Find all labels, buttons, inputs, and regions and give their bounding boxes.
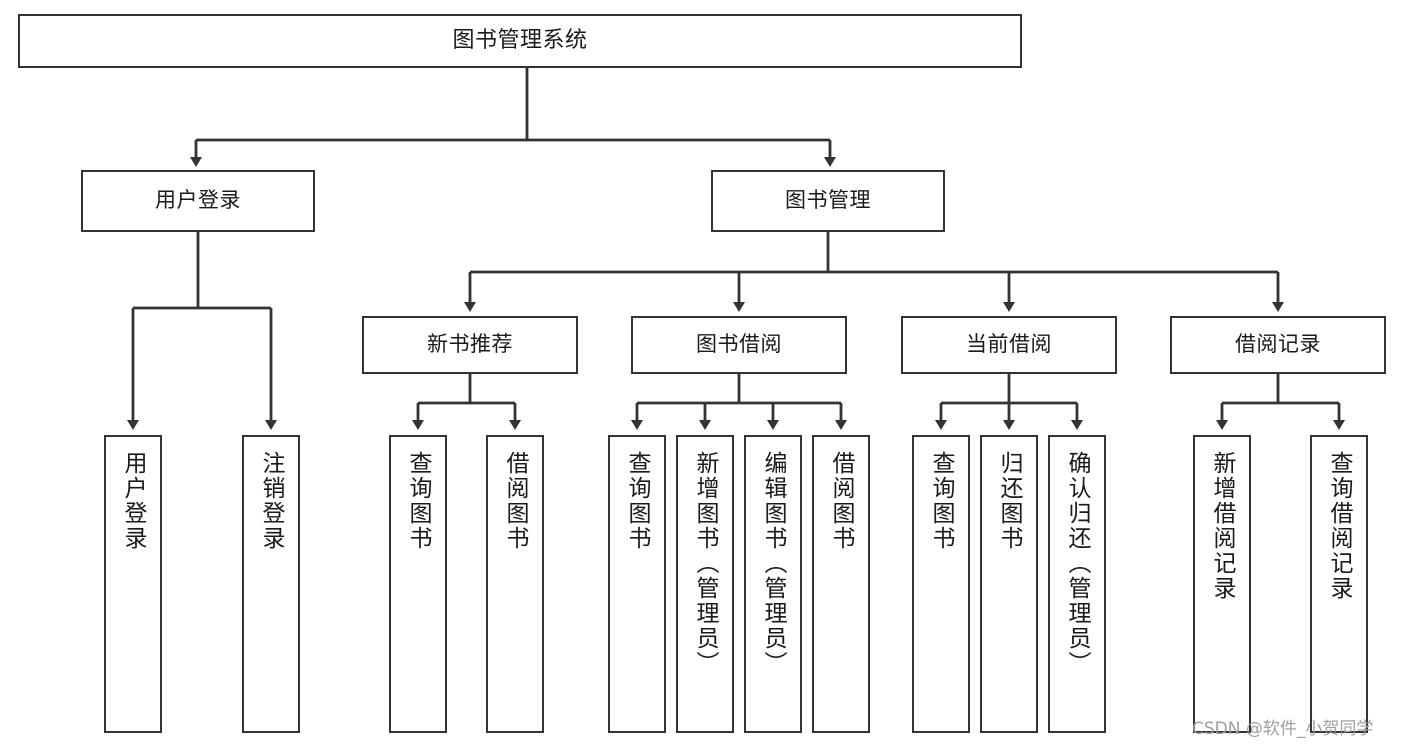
leaf-borrow-record-add-record[interactable]: 新增借阅记录: [1193, 435, 1251, 733]
node-label: 编辑图书（管理员）: [760, 451, 787, 676]
node-label: 注销登录: [258, 451, 285, 551]
leaf-book-borrow-query-books[interactable]: 查询图书: [608, 435, 666, 733]
leaf-current-borrow-return-books[interactable]: 归还图书: [980, 435, 1038, 733]
node-label: 新书推荐: [427, 332, 513, 357]
leaf-borrow-record-query-record[interactable]: 查询借阅记录: [1310, 435, 1368, 733]
leaf-book-borrow-borrow-books[interactable]: 借阅图书: [812, 435, 870, 733]
node-label: 用户登录: [155, 188, 241, 213]
node-label: 查询借阅记录: [1326, 451, 1353, 601]
node-new-book-recommend[interactable]: 新书推荐: [362, 316, 578, 374]
node-label: 归还图书: [996, 451, 1023, 551]
node-book-management[interactable]: 图书管理: [711, 170, 945, 232]
leaf-current-borrow-confirm-return-admin[interactable]: 确认归还（管理员）: [1048, 435, 1106, 733]
node-borrow-record[interactable]: 借阅记录: [1170, 316, 1386, 374]
node-label: 图书管理: [785, 188, 871, 213]
node-label: 图书借阅: [696, 332, 782, 357]
leaf-new-book-borrow-books[interactable]: 借阅图书: [486, 435, 544, 733]
node-label: 查询图书: [928, 451, 955, 551]
leaf-book-borrow-add-book-admin[interactable]: 新增图书（管理员）: [676, 435, 734, 733]
node-book-borrow[interactable]: 图书借阅: [631, 316, 847, 374]
node-user-login[interactable]: 用户登录: [81, 170, 315, 232]
node-label: 借阅记录: [1235, 332, 1321, 357]
node-current-borrow[interactable]: 当前借阅: [901, 316, 1117, 374]
node-label: 确认归还（管理员）: [1064, 451, 1091, 676]
node-label: 用户登录: [120, 451, 147, 551]
leaf-current-borrow-query-books[interactable]: 查询图书: [912, 435, 970, 733]
node-label: 图书管理系统: [452, 27, 588, 53]
node-label: 借阅图书: [502, 451, 529, 551]
node-label: 新增图书（管理员）: [692, 451, 719, 676]
leaf-user-login-signin[interactable]: 用户登录: [104, 435, 162, 733]
leaf-user-login-signout[interactable]: 注销登录: [242, 435, 300, 733]
node-label: 查询图书: [405, 451, 432, 551]
node-label: 借阅图书: [828, 451, 855, 551]
node-label: 新增借阅记录: [1209, 451, 1236, 601]
node-root-book-management-system[interactable]: 图书管理系统: [18, 14, 1022, 68]
leaf-new-book-query-books[interactable]: 查询图书: [389, 435, 447, 733]
leaf-book-borrow-edit-book-admin[interactable]: 编辑图书（管理员）: [744, 435, 802, 733]
node-label: 查询图书: [624, 451, 651, 551]
watermark-csdn: CSDN @软件_小贺同学: [1192, 719, 1374, 739]
node-label: 当前借阅: [966, 332, 1052, 357]
